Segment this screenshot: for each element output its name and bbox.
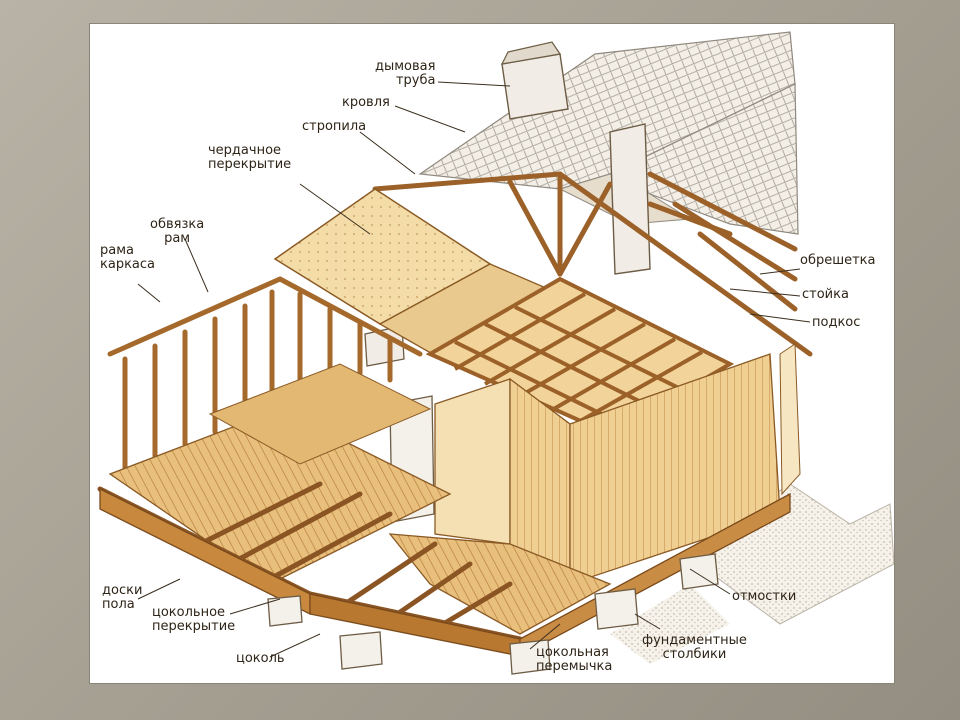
foundation-posts (267, 553, 719, 675)
label-rafters: стропила (302, 119, 367, 134)
label-brace: подкос (812, 315, 861, 330)
interior-walls (434, 343, 801, 586)
leader-lines (137, 81, 811, 658)
wall-frame (107, 276, 423, 472)
floor-boards (108, 363, 612, 635)
label-plinth: цоколь (236, 651, 285, 666)
label-lathing: обрешетка (800, 253, 876, 268)
roof (418, 31, 799, 235)
label-roof: кровля (342, 95, 390, 110)
blind-area (610, 483, 894, 664)
plinth-beam (99, 487, 791, 658)
label-blind-area: отмостки (732, 589, 797, 604)
rafters (372, 171, 813, 357)
label-post: стойка (802, 287, 849, 302)
frame-house-illustration (97, 31, 894, 675)
